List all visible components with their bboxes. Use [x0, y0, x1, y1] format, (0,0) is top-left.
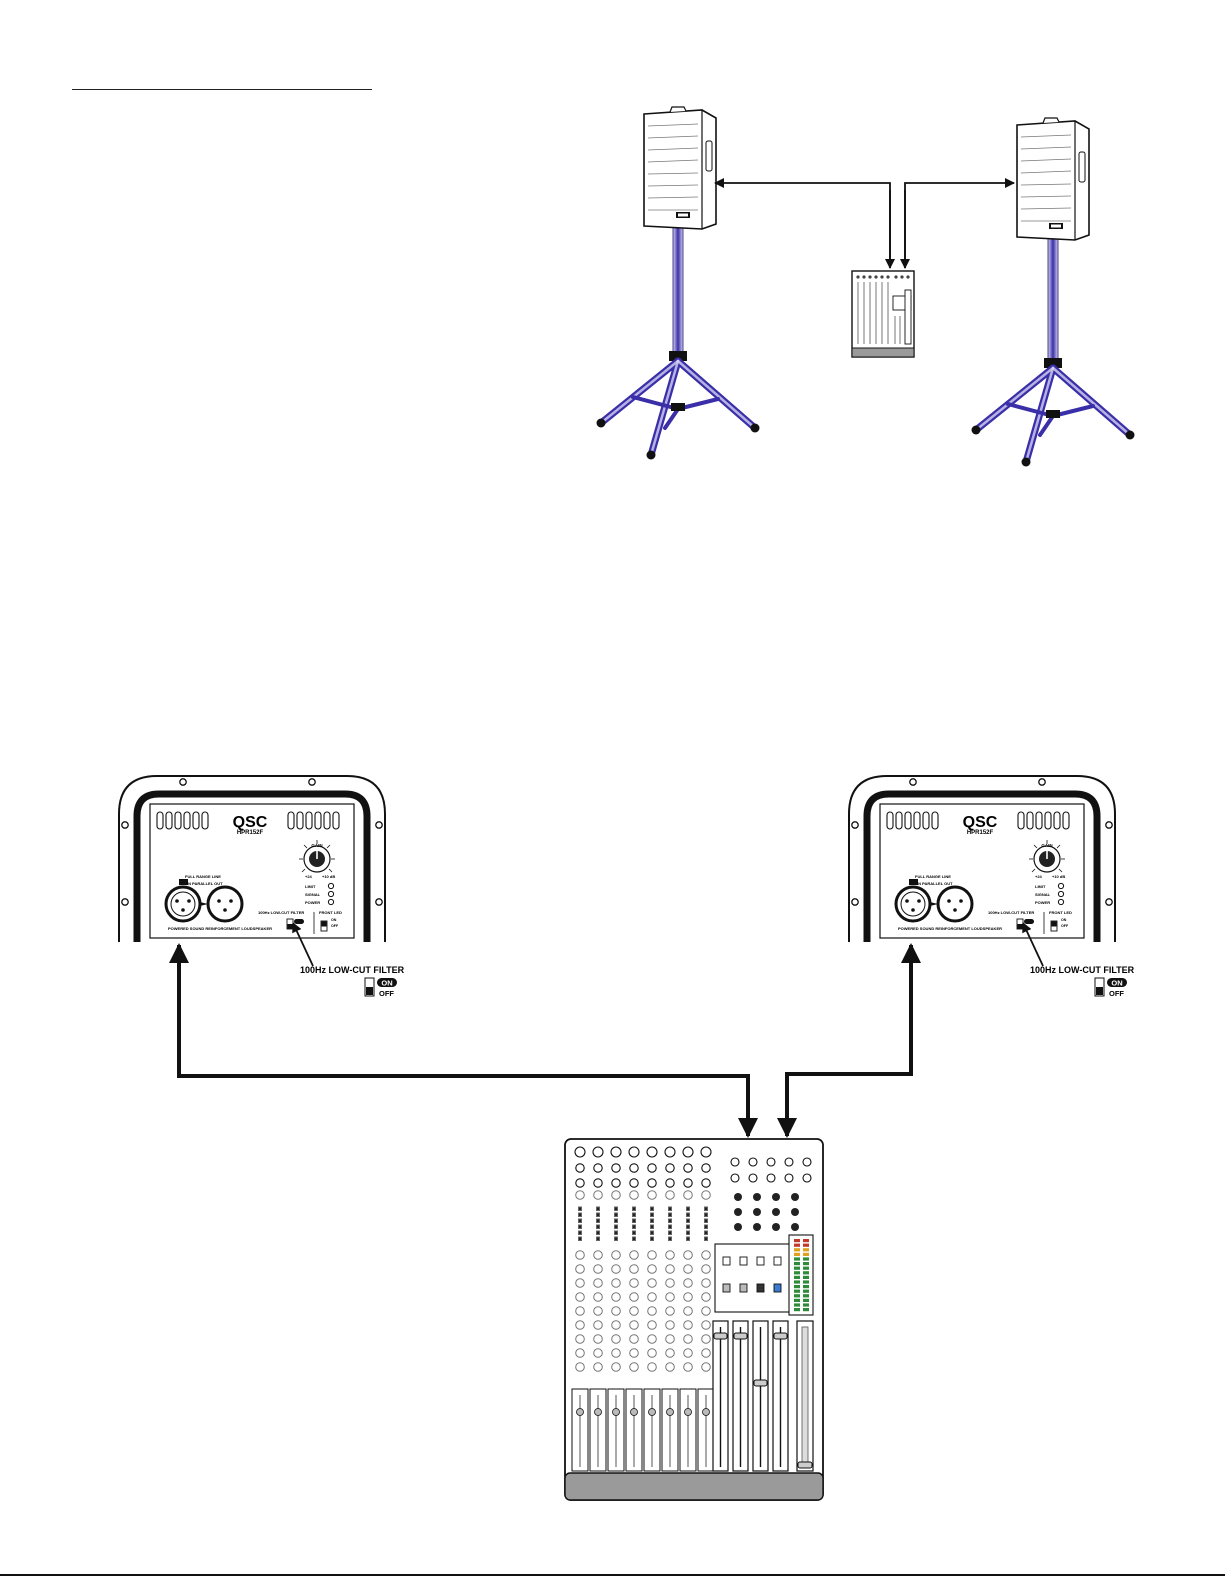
rear-panel-right: QSC HPR152F GAIN +24 +10 dB LIMIT SIGNAL…	[849, 776, 1115, 942]
rear-panel-left: QSC HPR152F GAIN +24 +10 dB LIMIT SIGNAL…	[119, 776, 385, 942]
panel-indicator-limit: LIMIT	[1035, 884, 1046, 889]
panel-input-label: FULL RANGE LINE	[185, 874, 221, 879]
top-cable-right	[900, 178, 1015, 269]
panel-filter-label: 100Hz LOW-CUT FILTER	[258, 910, 304, 915]
panel-indicator-signal: SIGNAL	[305, 892, 321, 897]
panel-indicator-power: POWER	[1035, 900, 1050, 905]
panel-gain-min: +24	[1035, 874, 1043, 879]
panel-model: HPR152F	[237, 830, 264, 836]
panel-filter-label: 100Hz LOW-CUT FILTER	[988, 910, 1034, 915]
stand-left	[597, 223, 760, 460]
speaker-right	[1016, 117, 1090, 241]
panel-gain-max: +10 dB	[322, 874, 335, 879]
panel-footer-text: POWERED SOUND REINFORCEMENT LOUDSPEAKER	[898, 926, 1002, 931]
panel-switch-off: OFF	[1061, 924, 1069, 928]
bottom-cable-left	[169, 943, 758, 1138]
top-cable-left	[714, 178, 895, 269]
panel-gain-min: +24	[305, 874, 313, 879]
bottom-cable-right	[777, 943, 921, 1138]
panel-indicator-power: POWER	[305, 900, 320, 905]
panel-input-sublabel: IN PARALLEL OUT	[187, 881, 223, 886]
callout-on: ON	[1111, 979, 1122, 988]
panel-footer-text: POWERED SOUND REINFORCEMENT LOUDSPEAKER	[168, 926, 272, 931]
panel-model: HPR152F	[967, 830, 994, 836]
filter-callout-right: 100Hz LOW-CUT FILTER ON OFF	[1022, 922, 1135, 998]
mixer-console	[564, 1138, 824, 1501]
panel-switch-off: OFF	[331, 924, 339, 928]
panel-input-sublabel: IN PARALLEL OUT	[917, 881, 953, 886]
panel-gain-label: GAIN	[1041, 843, 1052, 848]
callout-off: OFF	[1109, 989, 1124, 998]
callout-title: 100Hz LOW-CUT FILTER	[300, 965, 405, 975]
callout-on: ON	[381, 979, 392, 988]
panel-switch-on: ON	[331, 918, 337, 922]
panel-brand: QSC	[233, 814, 268, 831]
mini-mixer	[851, 270, 915, 358]
panel-front-led-label: FRONT LED	[319, 910, 342, 915]
heading-underline	[72, 89, 372, 90]
callout-off: OFF	[379, 989, 394, 998]
panel-input-label: FULL RANGE LINE	[915, 874, 951, 879]
speaker-left	[643, 106, 717, 230]
panel-indicator-limit: LIMIT	[305, 884, 316, 889]
panel-front-led-label: FRONT LED	[1049, 910, 1072, 915]
panel-gain-max: +10 dB	[1052, 874, 1065, 879]
callout-title: 100Hz LOW-CUT FILTER	[1030, 965, 1135, 975]
page-bottom-rule	[0, 1574, 1225, 1576]
filter-callout-left: 100Hz LOW-CUT FILTER ON OFF	[292, 922, 405, 998]
panel-indicator-signal: SIGNAL	[1035, 892, 1051, 897]
panel-switch-on: ON	[1061, 918, 1067, 922]
panel-gain-label: GAIN	[311, 843, 322, 848]
stand-right	[972, 230, 1135, 467]
panel-brand: QSC	[963, 814, 998, 831]
